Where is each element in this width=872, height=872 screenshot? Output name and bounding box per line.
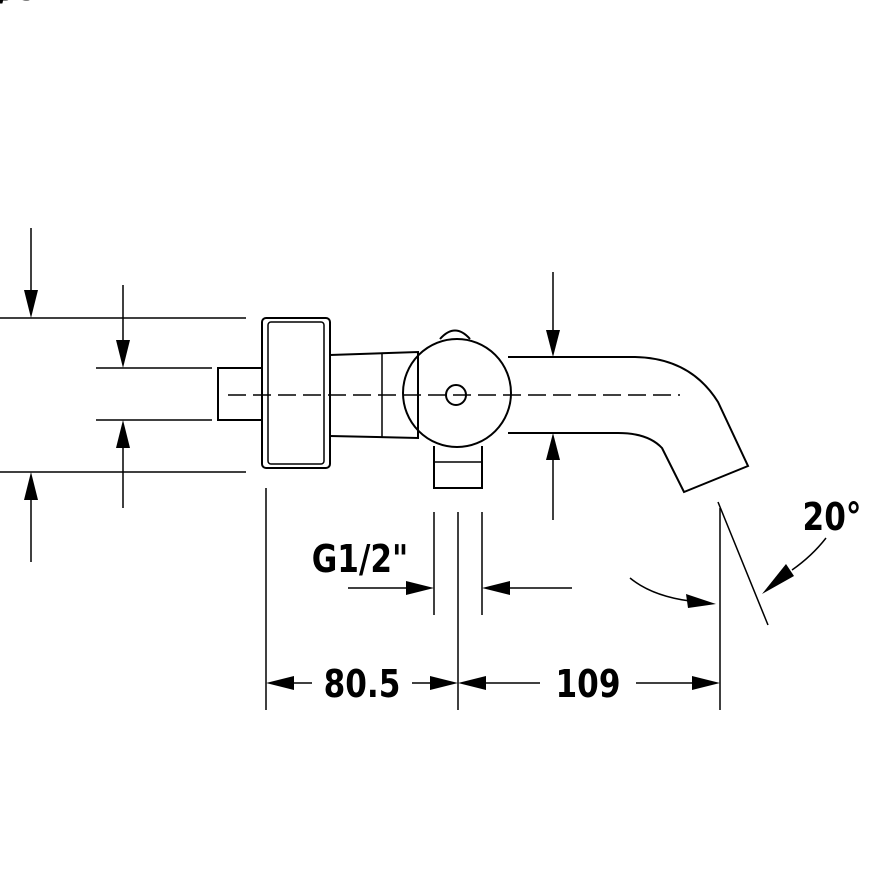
arrow-outlet-right [406,581,434,595]
arrow-angle-right [762,564,794,594]
arrow-outlet-left [482,581,510,595]
outlet-thread-label: G1/2" [312,538,409,582]
arrow-spout-up [546,433,560,460]
arrow-spout-down [546,330,560,357]
angle-arc-right [791,537,827,571]
wall-rosette [261,317,331,469]
arrow-thread-up [116,420,130,448]
arrow-down [24,290,38,318]
arrow-109-right [692,676,720,690]
outlet-nipple [433,446,483,489]
dimension-inlet-thread: G1/2" [0,0,212,508]
length-109-label: 109 [555,663,620,707]
faucet-outline [217,317,750,494]
arrow-up [24,472,38,500]
length-805-label: 80.5 [324,663,401,707]
spout [508,356,750,494]
arrow-thread-down [116,340,130,368]
arrow-angle-left [686,594,716,608]
inlet-thread-label: G1/2" [0,0,48,10]
handle-lever [439,329,471,340]
handle-disk [402,338,512,448]
angle-label: 20° [803,496,862,540]
dimension-spout-diameter: ø 30 [0,0,560,520]
dimension-body-diameter: ø 65 [0,0,246,562]
arrow-805-left [266,676,294,690]
body-diameter-label: ø 65 [0,0,38,10]
angle-reference-line [717,501,769,626]
dimension-outlet-thread: G1/2" [312,512,572,615]
arrow-805-right [430,676,458,690]
dimension-spout-angle: 20° [629,496,862,626]
arrow-109-left [458,676,486,690]
dimension-lengths: 80.5 109 [265,488,721,710]
wall-rosette-inner [267,321,325,465]
angle-arc-left [629,577,691,602]
inlet-stub [217,367,263,421]
spout-diameter-label: ø 30 [0,0,38,10]
